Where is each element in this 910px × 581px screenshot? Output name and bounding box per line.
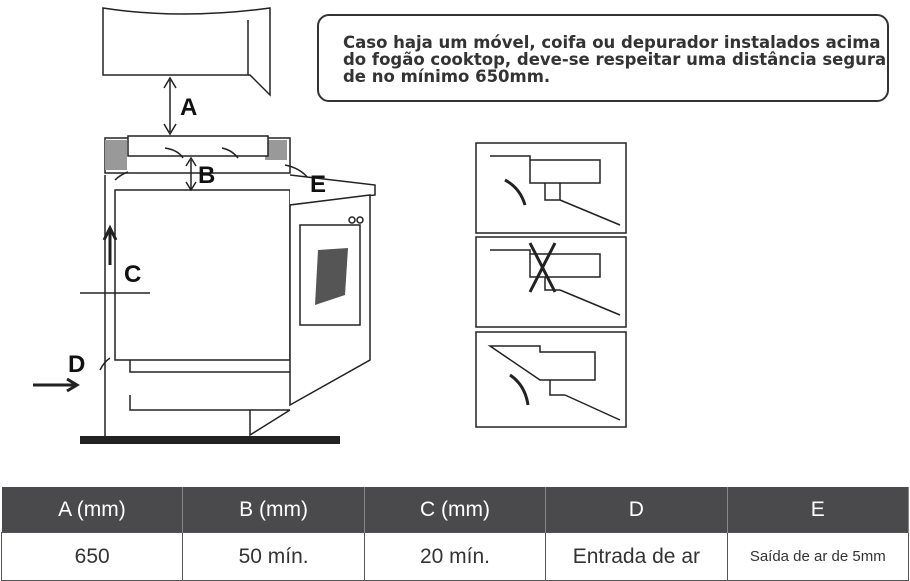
header-b: B (mm) <box>182 487 365 533</box>
clearance-table: A (mm) B (mm) C (mm) D E 650 50 mín. 20 … <box>0 487 910 581</box>
table-row: 650 50 mín. 20 mín. Entrada de ar Saída … <box>0 532 910 581</box>
ventilation-example-1 <box>475 142 627 234</box>
value-b: 50 mín. <box>182 532 365 581</box>
table-header-row: A (mm) B (mm) C (mm) D E <box>1 487 910 533</box>
air-inlet-arrow <box>33 377 80 393</box>
header-a: A (mm) <box>1 487 184 533</box>
label-a: A <box>180 94 197 121</box>
ventilation-example-blocked <box>475 236 627 328</box>
header-e: E <box>727 487 910 533</box>
label-e: E <box>310 171 326 198</box>
value-c: 20 mín. <box>363 532 547 581</box>
label-c: C <box>124 261 141 288</box>
safety-note: Caso haja um móvel, coifa ou depurador i… <box>317 14 889 102</box>
header-d: D <box>545 487 728 533</box>
label-b: B <box>198 162 215 189</box>
value-d: Entrada de ar <box>545 532 728 581</box>
header-c: C (mm) <box>364 487 547 533</box>
value-e: Saída de ar de 5mm <box>726 532 910 581</box>
value-a: 650 <box>0 532 184 581</box>
ventilation-example-3 <box>475 331 627 428</box>
label-d: D <box>68 351 85 378</box>
upper-cabinet <box>102 7 271 97</box>
installation-diagram: A B C D E <box>33 7 627 444</box>
